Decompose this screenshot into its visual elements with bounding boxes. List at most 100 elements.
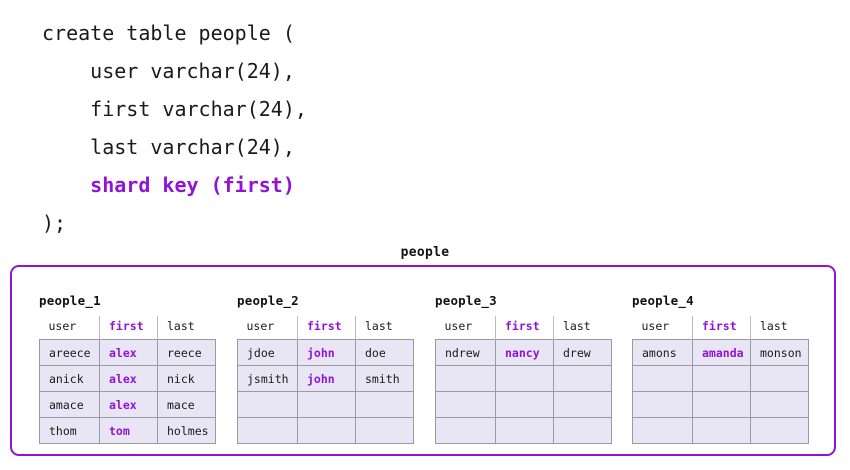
table-row — [435, 391, 612, 418]
cell-user: jdoe — [237, 339, 298, 366]
cell-first — [692, 391, 751, 418]
cell-last — [750, 391, 809, 418]
code-line-2: user varchar(24), — [42, 59, 295, 83]
column-header-first: first — [495, 316, 554, 340]
cell-user — [632, 365, 693, 392]
table-row — [435, 417, 612, 444]
cell-first: nancy — [495, 339, 554, 366]
column-header-user: user — [632, 316, 693, 340]
cell-last — [553, 365, 612, 392]
column-header-last: last — [167, 319, 195, 333]
cell-last — [750, 365, 809, 392]
cell-last — [355, 417, 414, 444]
cell-first — [692, 365, 751, 392]
cell-user: thom — [39, 417, 100, 444]
column-header-last: last — [563, 319, 591, 333]
cell-first: tom — [99, 417, 158, 444]
cell-user: amons — [632, 339, 693, 366]
cell-user — [435, 365, 496, 392]
cell-last: reece — [157, 339, 216, 366]
cell-last — [355, 391, 414, 418]
column-header-first: first — [99, 316, 158, 340]
cell-user: amace — [39, 391, 100, 418]
column-header-first: first — [692, 316, 751, 340]
code-line-1: create table people ( — [42, 21, 295, 45]
table-row — [632, 417, 809, 444]
cell-last: holmes — [157, 417, 216, 444]
logical-table-label: people — [400, 245, 450, 260]
table-row — [632, 391, 809, 418]
shard-name-label: people_3 — [435, 293, 497, 308]
cell-last: monson — [750, 339, 809, 366]
cell-last: mace — [157, 391, 216, 418]
cell-first — [495, 417, 554, 444]
code-line-5: shard key (first) — [42, 173, 295, 197]
table-row — [435, 365, 612, 392]
cell-first: john — [297, 339, 356, 366]
cell-first — [297, 417, 356, 444]
code-line-3: first varchar(24), — [42, 97, 307, 121]
cell-first — [297, 391, 356, 418]
column-header-user: user — [39, 316, 100, 340]
code-line-4: last varchar(24), — [42, 135, 295, 159]
column-header-first: first — [297, 316, 356, 340]
table-row — [632, 365, 809, 392]
cell-user: ndrew — [435, 339, 496, 366]
cell-last — [553, 417, 612, 444]
column-header-last: last — [760, 319, 788, 333]
cell-user — [237, 417, 298, 444]
column-header-last: last — [365, 319, 393, 333]
cell-last: doe — [355, 339, 414, 366]
cell-first: amanda — [692, 339, 751, 366]
cell-last: nick — [157, 365, 216, 392]
table-row — [237, 391, 414, 418]
code-line-6: ); — [42, 211, 67, 235]
column-header-user: user — [237, 316, 298, 340]
sql-code-block: create table people ( user varchar(24), … — [42, 14, 307, 242]
column-header-user: user — [435, 316, 496, 340]
cell-first — [692, 417, 751, 444]
cell-first: alex — [99, 339, 158, 366]
shard-name-label: people_2 — [237, 293, 299, 308]
cell-last — [553, 391, 612, 418]
cell-first — [495, 365, 554, 392]
cell-user: areece — [39, 339, 100, 366]
shard-name-label: people_4 — [632, 293, 694, 308]
cell-first — [495, 391, 554, 418]
cell-user — [237, 391, 298, 418]
cell-last — [750, 417, 809, 444]
cell-user — [435, 391, 496, 418]
cell-first: john — [297, 365, 356, 392]
cell-first: alex — [99, 365, 158, 392]
cell-user — [632, 391, 693, 418]
cell-user — [632, 417, 693, 444]
cell-first: alex — [99, 391, 158, 418]
table-row — [237, 417, 414, 444]
cell-last: smith — [355, 365, 414, 392]
cell-user: jsmith — [237, 365, 298, 392]
cell-user: anick — [39, 365, 100, 392]
shard-name-label: people_1 — [39, 293, 101, 308]
cell-last: drew — [553, 339, 612, 366]
